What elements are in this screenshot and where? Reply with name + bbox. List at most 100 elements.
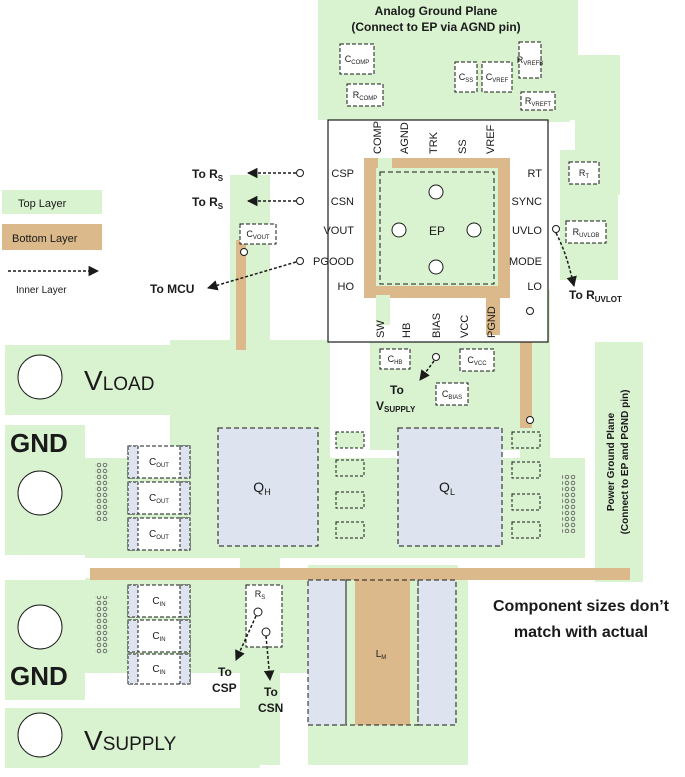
svg-text:VLOAD: VLOAD bbox=[84, 365, 154, 396]
svg-text:COUT: COUT bbox=[149, 493, 169, 505]
to-rs1-label: To R bbox=[192, 167, 218, 181]
res-rcomp-label: R bbox=[353, 90, 360, 100]
to-rs2-label: To R bbox=[192, 195, 218, 209]
res-rcomp-sub: COMP bbox=[359, 96, 377, 102]
svg-text:CVCC: CVCC bbox=[467, 355, 487, 367]
cap-cout-2-label: C bbox=[149, 493, 156, 504]
cap-cvout: CVOUT bbox=[239, 223, 277, 245]
lm-label: L bbox=[376, 649, 382, 660]
analog-plane-title: Analog Ground Plane bbox=[375, 4, 498, 18]
sense-resistor-rs: RS bbox=[245, 584, 283, 648]
svg-text:VSUPPLY: VSUPPLY bbox=[84, 725, 177, 756]
to-ruvlot-label: To R bbox=[569, 288, 595, 302]
svg-text:To RS: To RS bbox=[192, 167, 224, 183]
pin-label-vref: VREF bbox=[485, 124, 497, 154]
analog-plane-subtitle: (Connect to EP via AGND pin) bbox=[351, 20, 520, 34]
res-rt-sub: T bbox=[585, 174, 589, 180]
vsupply-sub: SUPPLY bbox=[103, 734, 177, 755]
cap-chb-sub: HB bbox=[394, 360, 402, 366]
mosfet-qh: QH bbox=[217, 427, 319, 547]
cap-cin-3-label: C bbox=[152, 664, 159, 675]
svg-text:CIN: CIN bbox=[152, 664, 165, 676]
lm-sub: M bbox=[381, 655, 386, 661]
legend-bottom-layer: Bottom Layer bbox=[12, 233, 78, 245]
legend: Top Layer Bottom Layer Inner Layer bbox=[2, 190, 102, 296]
res-rvrefb-sub: VREFB bbox=[523, 61, 543, 67]
to-csp-line1: To bbox=[218, 665, 232, 679]
pin-label-comp: COMP bbox=[372, 121, 384, 154]
pin-label-ss: SS bbox=[457, 139, 469, 154]
cap-cin-1-label: C bbox=[152, 596, 159, 607]
pin-label-lo: LO bbox=[527, 281, 542, 293]
terminal-studs bbox=[17, 354, 63, 758]
svg-text:CVREF: CVREF bbox=[486, 72, 509, 84]
cap-cbias: CBIAS bbox=[435, 382, 469, 406]
cap-ccomp-label: C bbox=[345, 54, 352, 64]
cap-cbias-label: C bbox=[442, 389, 449, 399]
note: Component sizes don’t match with actual bbox=[493, 598, 670, 641]
cap-cin-2: CIN bbox=[127, 619, 191, 653]
cap-cin-2-sub: IN bbox=[160, 637, 166, 643]
cap-css: CSS bbox=[454, 61, 478, 93]
rs-sub: S bbox=[261, 595, 265, 601]
svg-text:CIN: CIN bbox=[152, 596, 165, 608]
pin-label-hb: HB bbox=[401, 323, 413, 338]
svg-text:COUT: COUT bbox=[149, 529, 169, 541]
pin-label-vout: VOUT bbox=[323, 225, 354, 237]
cap-cin-3-sub: IN bbox=[160, 670, 166, 676]
to-csn-line1: To bbox=[264, 685, 278, 699]
to-csp-line2: CSP bbox=[212, 681, 237, 695]
cap-ccomp: CCOMP bbox=[339, 43, 375, 75]
pin-label-csp: CSP bbox=[331, 168, 354, 180]
cap-cin-3: CIN bbox=[127, 653, 191, 685]
pin-label-sync: SYNC bbox=[511, 196, 542, 208]
to-rs2-sub: S bbox=[218, 202, 224, 211]
res-rvreft-label: R bbox=[525, 96, 532, 106]
res-rvreft: RVREFT bbox=[520, 91, 556, 111]
cap-cvout-sub: VOUT bbox=[253, 235, 270, 241]
vload-label: V bbox=[84, 365, 103, 396]
plane-titles: Analog Ground Plane (Connect to EP via A… bbox=[351, 4, 631, 534]
gnd-bottom-label: GND bbox=[10, 661, 68, 691]
res-rt: RT bbox=[568, 161, 600, 185]
svg-text:COUT: COUT bbox=[149, 457, 169, 469]
svg-text:To RUVLOT: To RUVLOT bbox=[569, 288, 622, 304]
power-plane-title: Power Ground Plane bbox=[606, 412, 617, 511]
res-ruvlob-label: R bbox=[573, 227, 580, 237]
svg-text:RVREFB: RVREFB bbox=[517, 55, 544, 67]
svg-text:RVREFT: RVREFT bbox=[525, 96, 552, 108]
cap-cout-1-label: C bbox=[149, 457, 156, 468]
cap-cvcc-label: C bbox=[467, 355, 474, 365]
cap-cvout-label: C bbox=[246, 229, 253, 239]
cap-cout-3-sub: OUT bbox=[156, 535, 169, 541]
qh-label: Q bbox=[253, 479, 264, 495]
cap-cvcc-sub: VCC bbox=[474, 361, 487, 367]
pin-label-uvlo: UVLO bbox=[512, 225, 542, 237]
cap-cvref-label: C bbox=[486, 72, 493, 82]
cap-cvref-sub: VREF bbox=[492, 78, 508, 84]
ic-package: EP bbox=[327, 119, 549, 343]
cap-cout-2-sub: OUT bbox=[156, 499, 169, 505]
cap-cout-1-sub: OUT bbox=[156, 463, 169, 469]
pin-label-sw: SW bbox=[375, 320, 387, 338]
pin-label-trk: TRK bbox=[428, 131, 440, 154]
svg-text:CIN: CIN bbox=[152, 631, 165, 643]
ep-label: EP bbox=[429, 224, 445, 238]
inductor-lm: LM bbox=[307, 579, 457, 726]
svg-text:RS: RS bbox=[255, 589, 266, 601]
to-vsupply-line1: To bbox=[390, 383, 404, 397]
pin-label-pgnd: PGND bbox=[486, 306, 498, 338]
rs-label: R bbox=[255, 589, 262, 599]
svg-text:CHB: CHB bbox=[388, 354, 403, 366]
cap-cbias-sub: BIAS bbox=[448, 395, 462, 401]
trace-sw-node bbox=[90, 568, 630, 580]
ql-sub: L bbox=[450, 487, 455, 497]
svg-text:RT: RT bbox=[579, 168, 590, 180]
cap-cout-3: COUT bbox=[127, 517, 191, 551]
legend-inner-layer: Inner Layer bbox=[16, 285, 67, 296]
mosfet-pads bbox=[335, 431, 541, 539]
vsupply-label: V bbox=[84, 725, 103, 756]
